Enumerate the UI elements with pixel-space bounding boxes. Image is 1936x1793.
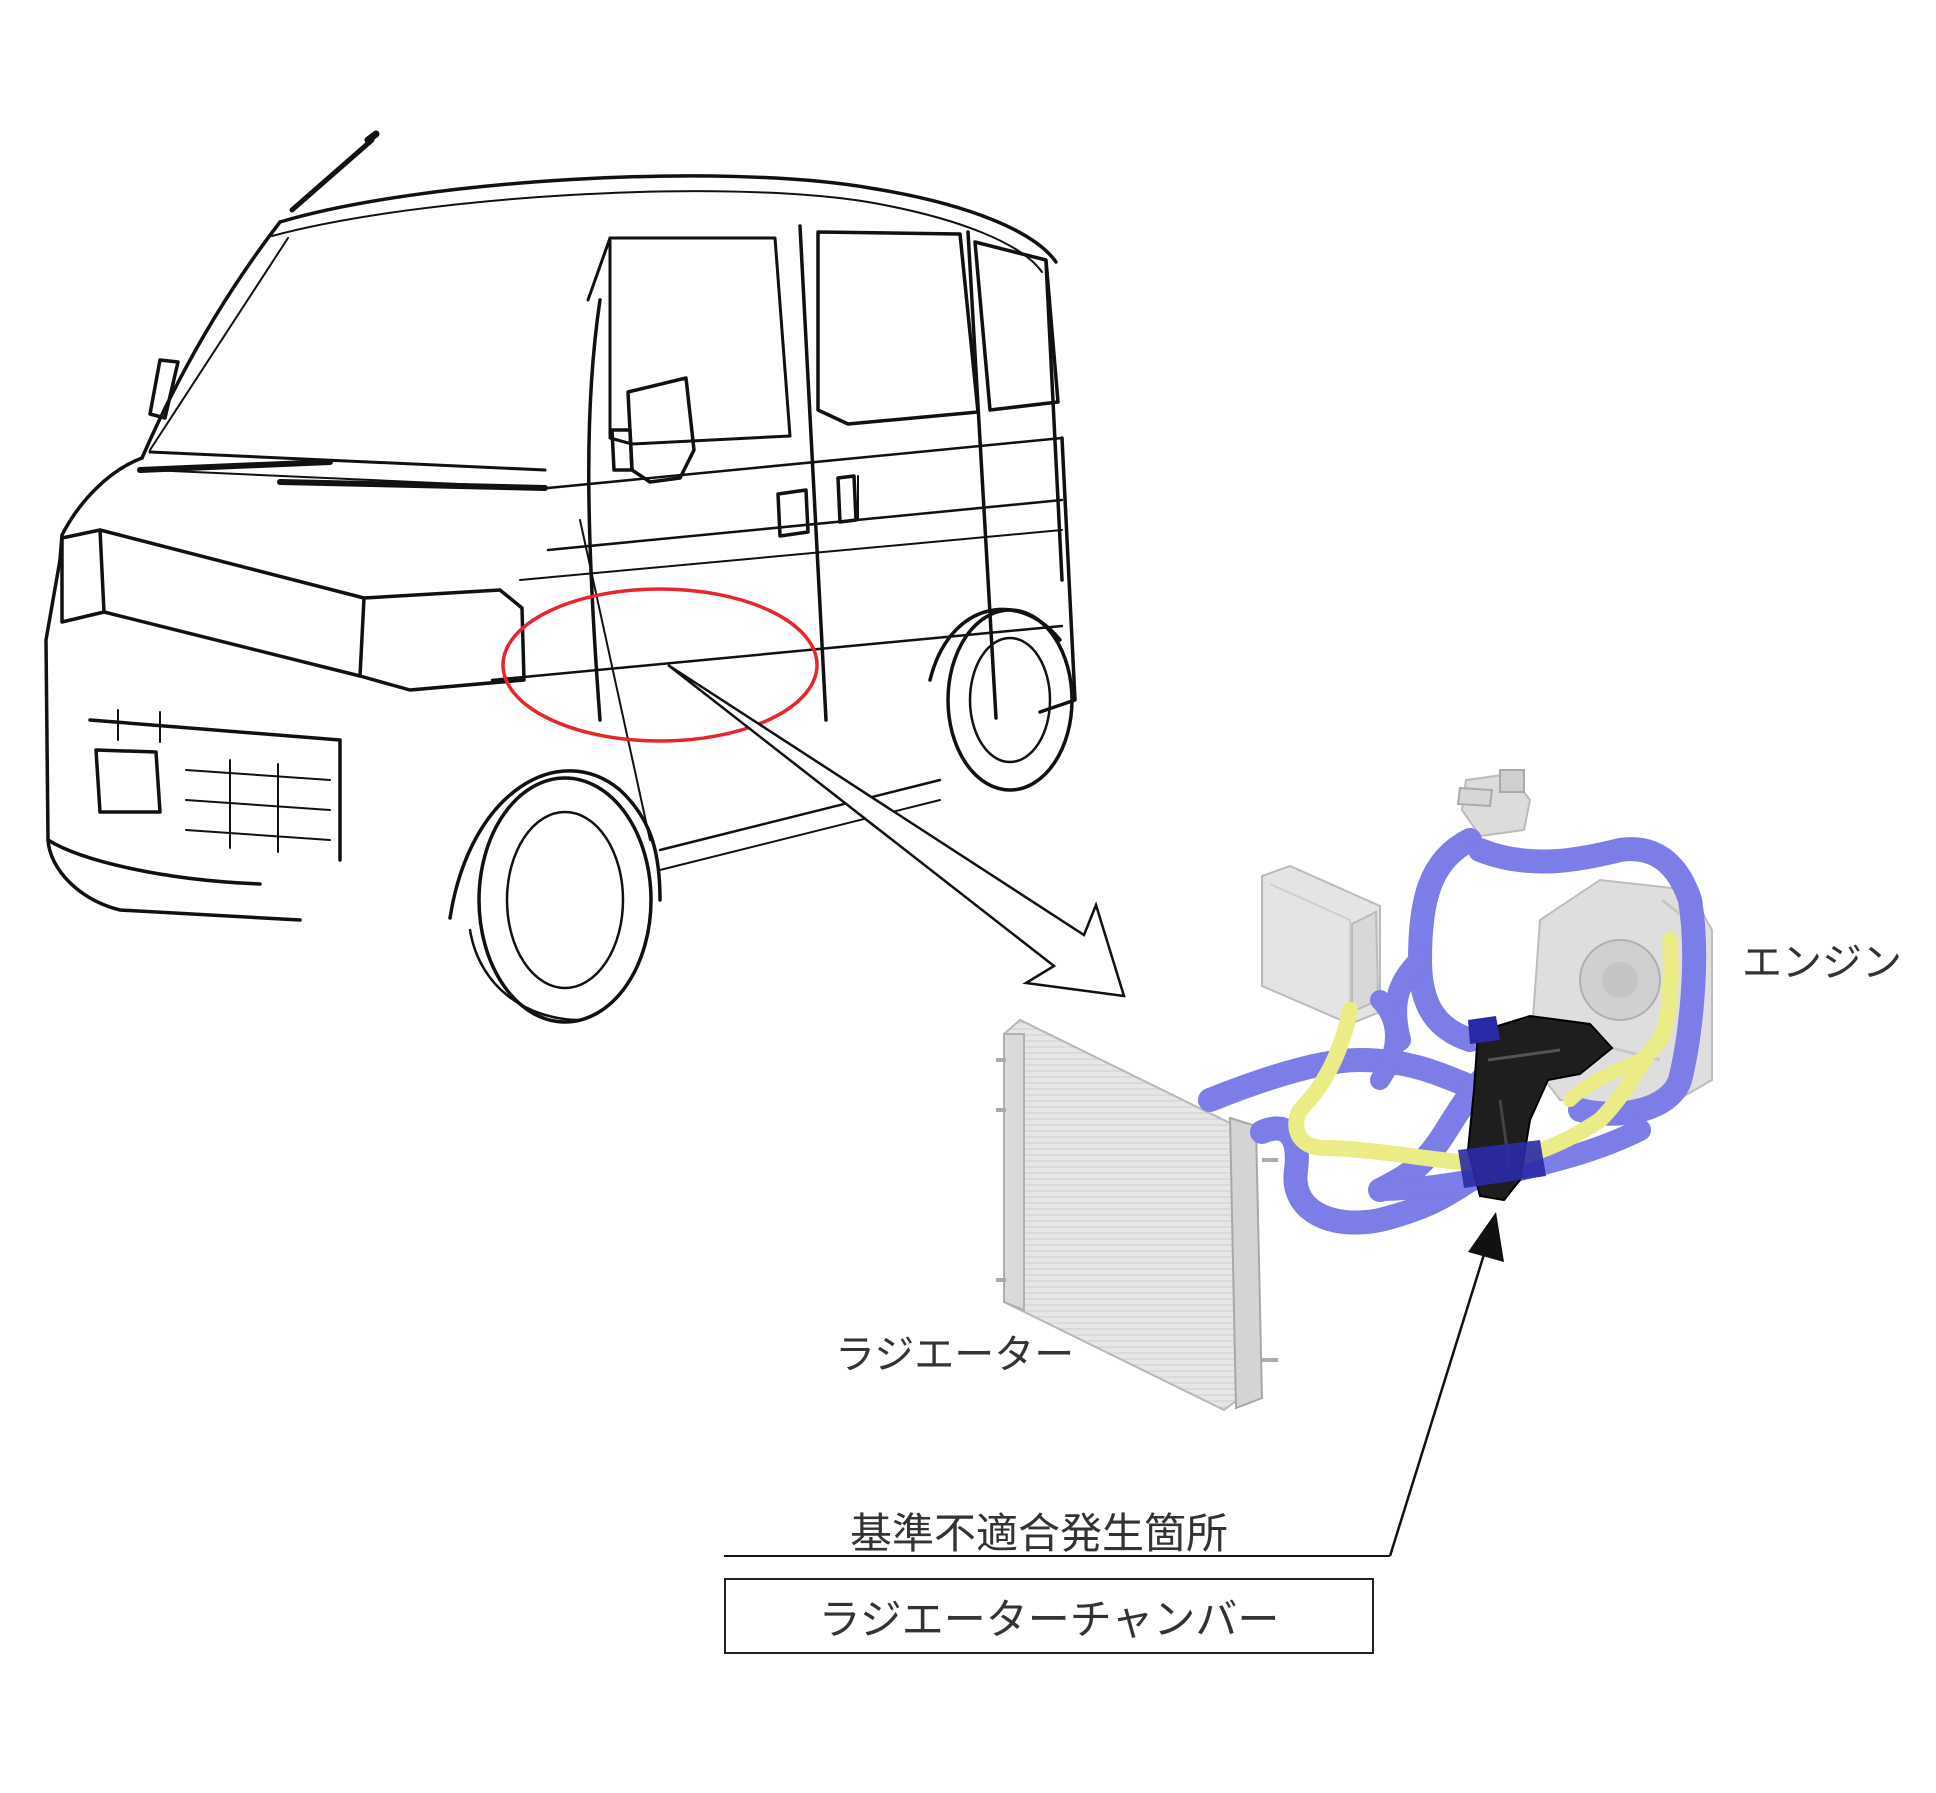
heater-core-illustration — [1261, 864, 1381, 1026]
radiator-illustration — [996, 1018, 1278, 1412]
engine-label: エンジン — [1742, 940, 1902, 986]
van-illustration — [44, 130, 1077, 1024]
highlight-ellipse — [501, 587, 819, 743]
radiator-label: ラジエーター — [835, 1332, 1075, 1378]
coolant-hoses — [1198, 828, 1707, 1235]
defect-location-label: 基準不適合発生箇所 — [850, 1509, 1229, 1558]
part-name-text: ラジエーターチャンバー — [818, 1594, 1280, 1644]
pointer-arrow — [1388, 1212, 1504, 1557]
part-name-box: ラジエーターチャンバー — [724, 1578, 1374, 1654]
zoom-arrow — [667, 663, 1126, 998]
radiator-chamber-part — [1458, 1014, 1614, 1202]
